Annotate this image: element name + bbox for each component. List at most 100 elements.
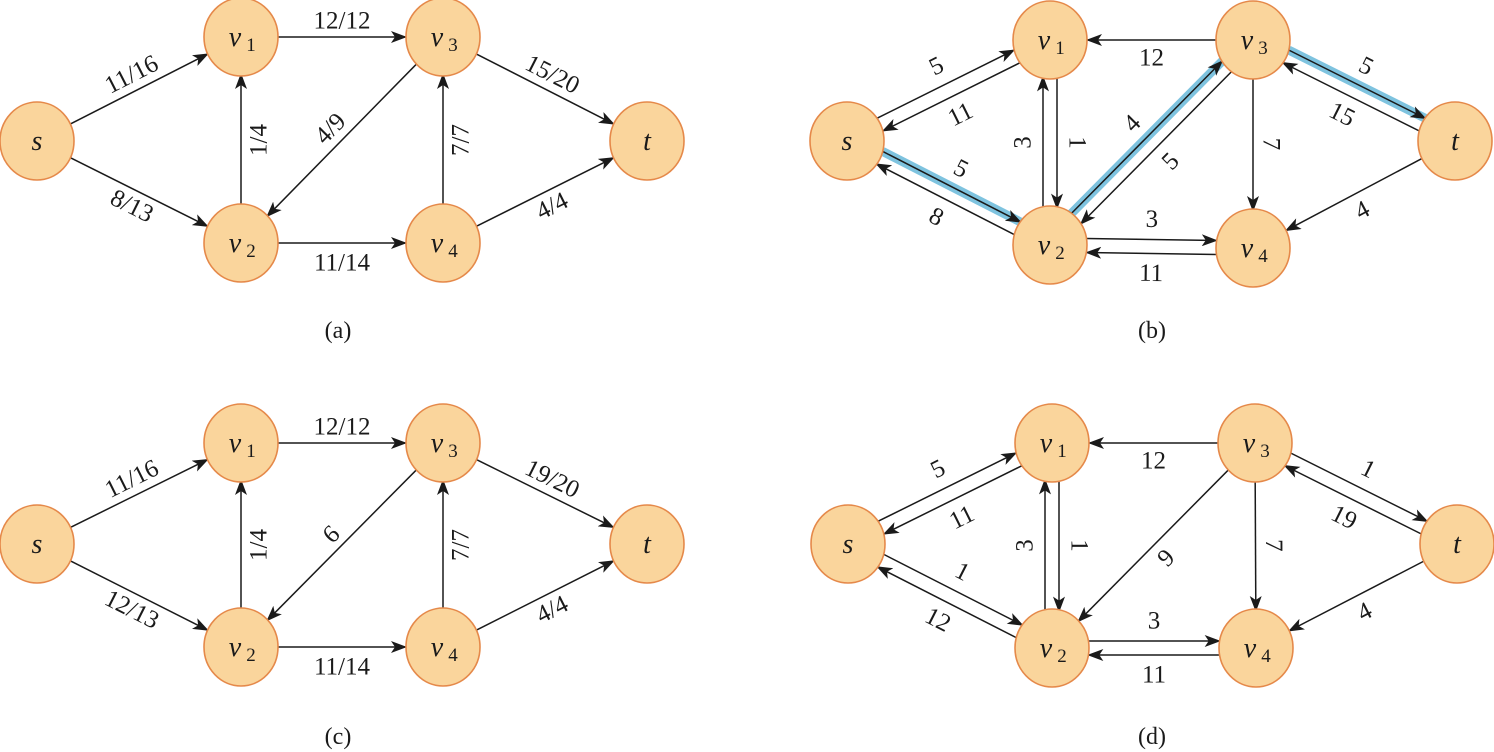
node-subscript: 1 — [1055, 38, 1065, 59]
node-label: t — [643, 529, 652, 560]
edge-v3-v2: 4/9 — [266, 62, 418, 218]
edge-v2-v4: 3 — [1088, 608, 1221, 647]
panel-caption: (d) — [1138, 724, 1166, 750]
edge-v1-v2: 1 — [1051, 76, 1091, 210]
edge-arrow — [1290, 452, 1429, 523]
edge-arrow — [876, 49, 1016, 120]
edge-v4-v3: 7/7 — [437, 73, 475, 206]
node-subscript: 4 — [448, 645, 458, 666]
edge-label: 12 — [920, 602, 955, 637]
edge-label: 4 — [1353, 597, 1377, 627]
edge-s-v2: 5 — [880, 147, 1023, 227]
edge-v2-v4: 11/14 — [278, 237, 407, 277]
edge-arrow — [1079, 70, 1233, 225]
edge-label: 9 — [1152, 544, 1180, 572]
edge-arrow — [882, 150, 1022, 223]
node-s: s — [809, 101, 885, 181]
edge-arrow — [475, 53, 615, 125]
node-subscript: 1 — [1057, 441, 1067, 462]
edge-s-v1: 11/16 — [69, 50, 209, 125]
node-subscript: 2 — [246, 645, 256, 666]
edge-t-v3: 15 — [1281, 61, 1420, 132]
node-t: t — [609, 504, 685, 584]
edge-label: 5 — [926, 454, 949, 484]
edge-label: 1 — [1066, 539, 1093, 552]
edge-label: 8 — [924, 202, 947, 232]
edge-v3-v1: 12 — [1088, 437, 1218, 475]
node-subscript: 1 — [246, 35, 256, 56]
node-label: t — [1451, 126, 1460, 157]
node-label: v — [229, 428, 242, 459]
edge-label: 5 — [1157, 148, 1185, 176]
edge-arrow — [475, 560, 615, 631]
edge-v3-v4: 7 — [1249, 479, 1287, 613]
node-label: v — [1038, 25, 1051, 56]
node-t: t — [609, 101, 685, 181]
node-subscript: 2 — [1055, 243, 1065, 264]
node-label: v — [431, 428, 444, 459]
node-circle — [405, 607, 481, 687]
edge-label: 3 — [1148, 608, 1161, 635]
edge-v2-v1: 3 — [1012, 478, 1051, 612]
edge-label: 11/14 — [314, 654, 371, 681]
edge-v3-v1: 12 — [1086, 34, 1216, 72]
edge-arrow — [1287, 560, 1425, 632]
edge-v3-t: 19/20 — [475, 454, 615, 529]
edge-v4-t: 4/4 — [475, 560, 615, 631]
edge-arrow — [1281, 61, 1420, 132]
node-label: s — [32, 529, 43, 560]
node-label: v — [1040, 633, 1053, 664]
edge-v4-t: 4/4 — [475, 156, 615, 228]
edge-label: 7 — [1258, 138, 1285, 151]
edge-arrow — [69, 458, 209, 529]
edge-label: 1 — [951, 557, 974, 587]
edge-v1-v2: 1 — [1053, 479, 1093, 613]
node-subscript: 3 — [448, 441, 458, 462]
edge-label: 11 — [1142, 662, 1166, 689]
node-label: v — [229, 228, 242, 259]
node-subscript: 1 — [246, 441, 256, 462]
node-s: s — [810, 504, 886, 584]
edge-t-v4: 4 — [1284, 157, 1423, 232]
edge-arrow — [266, 62, 418, 218]
edge-s-v2: 8/13 — [69, 156, 209, 228]
node-subscript: 4 — [448, 241, 458, 262]
edge-v3-v2: 5 — [1079, 70, 1233, 225]
edge-label: 1 — [1064, 136, 1091, 149]
node-circle — [203, 607, 279, 687]
edge-label: 4/4 — [532, 590, 573, 629]
node-circle — [405, 0, 481, 77]
edge-v1-v3: 12/12 — [278, 8, 407, 43]
edge-v3-v4: 7 — [1247, 77, 1285, 212]
edge-arrow — [1288, 49, 1427, 120]
node-circle — [1215, 0, 1291, 80]
edge-arrow — [1249, 479, 1262, 613]
edge-label: 4 — [1351, 195, 1375, 225]
node-circle — [203, 403, 279, 483]
edge-arrow — [877, 452, 1018, 523]
node-label: v — [1241, 233, 1254, 264]
edge-label: 11 — [945, 500, 979, 535]
edge-label: 15 — [1325, 97, 1359, 132]
node-label: v — [1241, 25, 1254, 56]
node-label: s — [32, 126, 43, 157]
node-label: t — [1453, 529, 1462, 560]
node-subscript: 4 — [1258, 246, 1268, 267]
node-circle — [1217, 403, 1293, 483]
node-label: s — [843, 529, 854, 560]
